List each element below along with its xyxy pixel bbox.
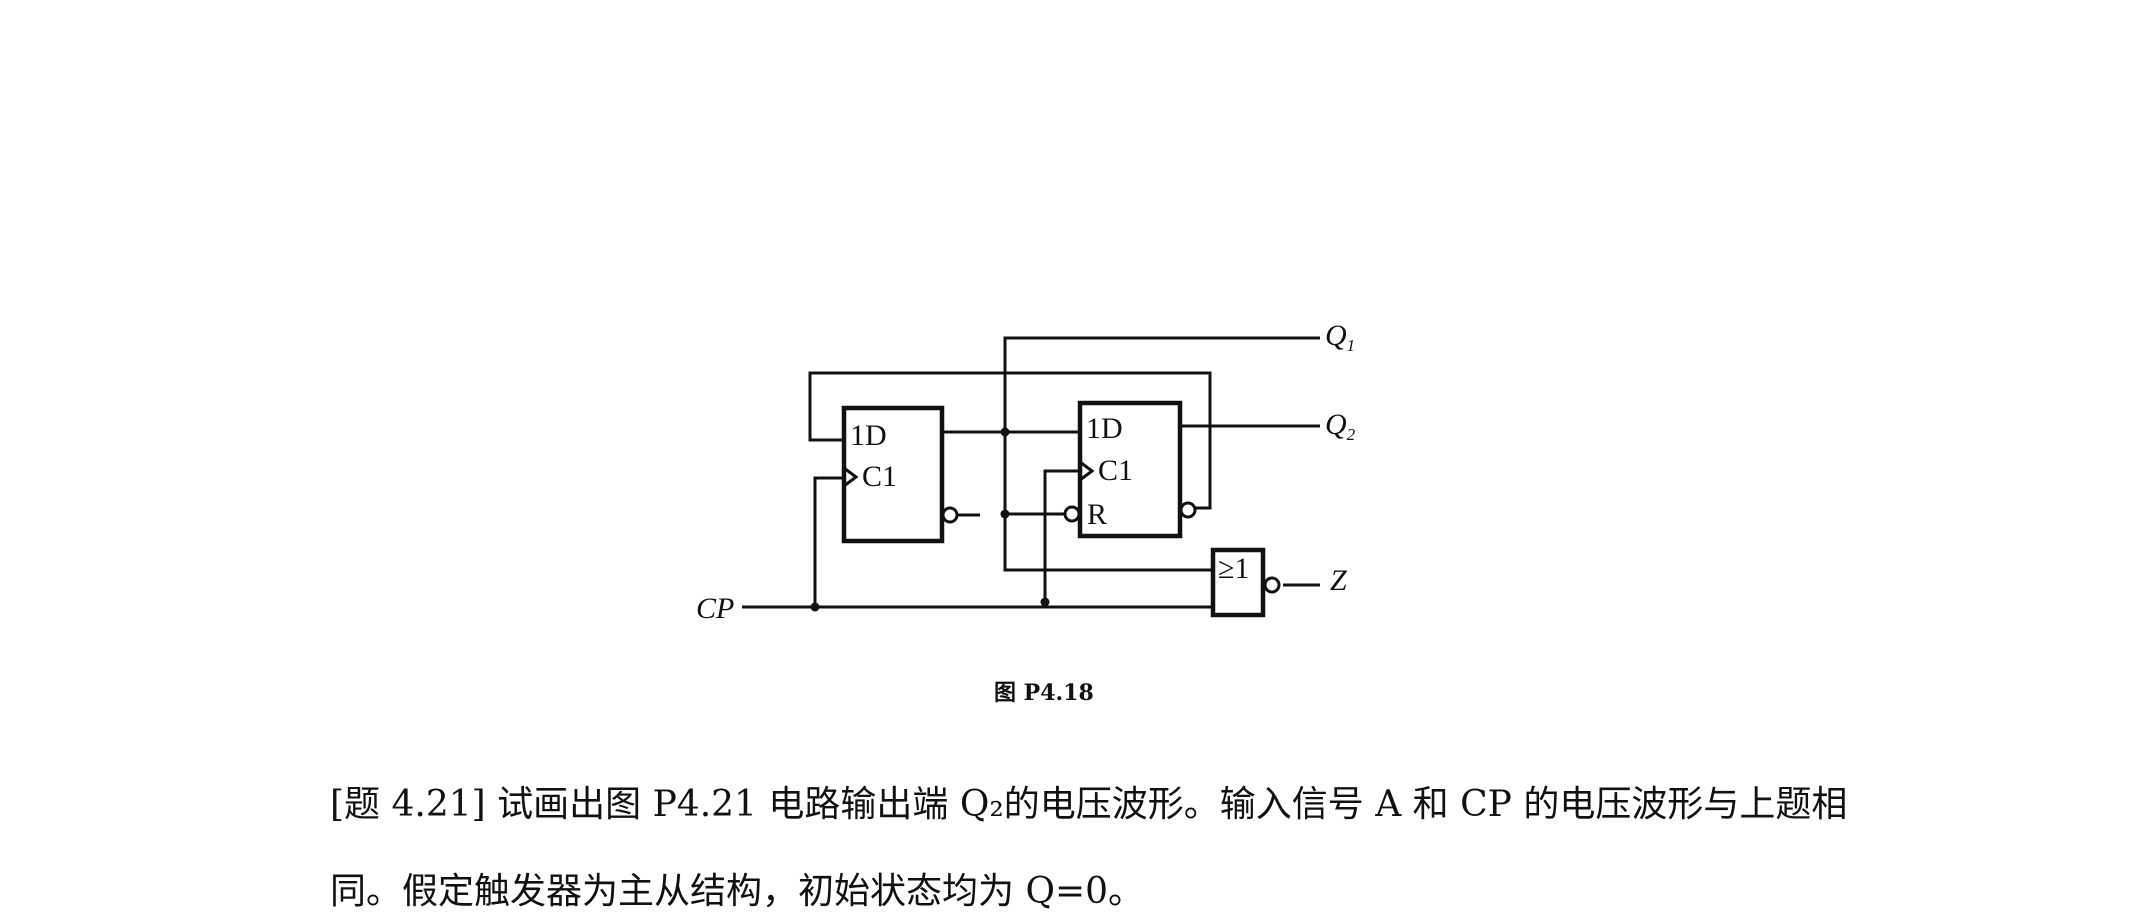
ff1-clock-triangle: [843, 466, 859, 488]
junction-dot: [1000, 427, 1010, 437]
ff1-qbar-bubble: [941, 506, 959, 524]
q2-label: Q2: [1325, 408, 1356, 444]
ff2-c-label: C1: [1098, 454, 1133, 487]
problem-text-line-1: [题 4.21] 试画出图 P4.21 电路输出端 Q₂的电压波形。输入信号 A…: [330, 784, 1848, 825]
wire-ff1-feedback: [808, 371, 1212, 510]
gate-label: ≥1: [1218, 552, 1249, 585]
gate-output-bubble: [1263, 576, 1281, 594]
wire-q1-to-gate: [1003, 432, 1213, 572]
z-label: Z: [1330, 564, 1347, 597]
figure-caption: 图 P4.18: [994, 680, 1094, 706]
q1-label: Q1: [1325, 319, 1355, 355]
problem-text-line-2: 同。假定触发器为主从结构，初始状态均为 Q=0。: [330, 871, 1145, 912]
junction-dot: [810, 602, 820, 612]
wire-cp-to-ff1-clock: [813, 476, 850, 607]
ff2-d-label: 1D: [1086, 412, 1123, 445]
ff2-clock-triangle: [1079, 460, 1095, 482]
ff2-r-label: R: [1087, 498, 1107, 531]
junction-dot: [1040, 597, 1050, 607]
ff1-d-label: 1D: [850, 419, 887, 452]
ff2-reset-bubble: [1063, 505, 1081, 523]
cp-label: CP: [696, 592, 734, 625]
flip-flop-1: [841, 405, 945, 544]
ff2-qbar-bubble: [1179, 501, 1197, 519]
ff1-c-label: C1: [862, 460, 897, 493]
nor-gate: [1210, 547, 1266, 618]
flip-flop-2: [1077, 400, 1183, 539]
junction-dot: [1000, 509, 1010, 519]
wire-cp-to-ff2-clock: [1043, 469, 1080, 602]
wire-q1-line: [1003, 336, 1320, 432]
